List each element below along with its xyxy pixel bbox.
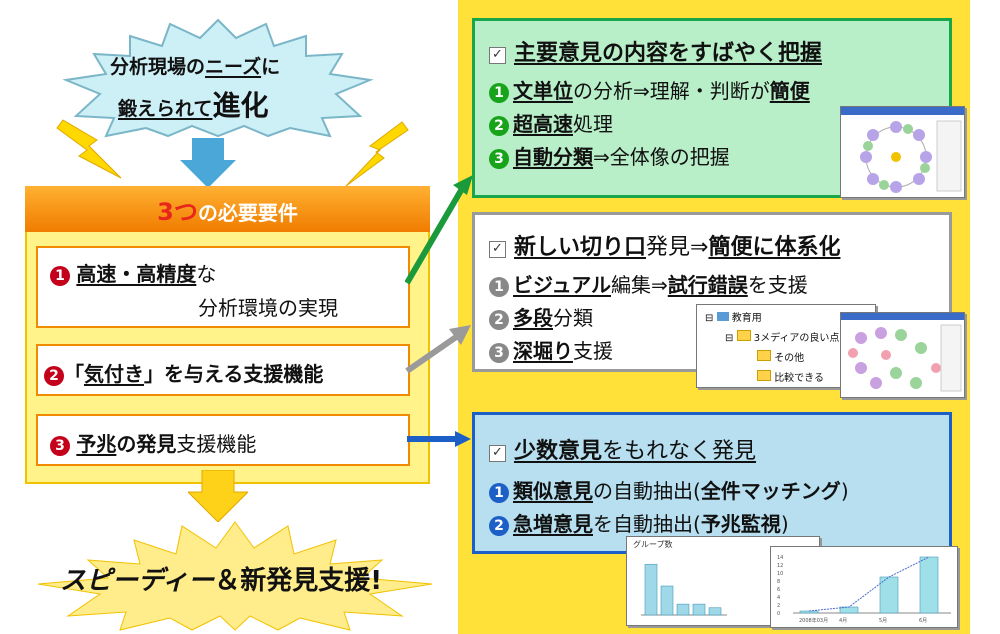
evolution-starburst — [62, 18, 374, 138]
trend-y-tick: 6 — [777, 587, 780, 593]
bar — [676, 603, 690, 616]
cluster-screenshot-1 — [840, 106, 965, 198]
burst-line1: 分析現場のニーズに — [110, 56, 281, 78]
feature-2-title-row: ✓新しい切り口発見⇒簡便に体系化 — [489, 229, 840, 261]
trend-y-tick: 10 — [777, 571, 783, 577]
trend-y-tick: 0 — [777, 611, 780, 617]
cluster-graph-image — [841, 107, 964, 193]
cluster-screenshot-2 — [840, 312, 965, 398]
bar-chart-title: グループ数 — [633, 540, 673, 549]
trend-line — [808, 556, 930, 612]
bar — [692, 603, 706, 616]
requirement-item-1: 1 高速・高精度な 分析環境の実現 — [36, 246, 410, 328]
trend-chart: 14 12 10 8 6 4 2 0 2008年03月 4月 5月 6月 — [777, 555, 951, 624]
requirement-item-3: 3 予兆の発見支援機能 — [36, 414, 410, 466]
trend-y-tick: 8 — [777, 579, 780, 585]
trend-y-tick: 14 — [777, 555, 783, 561]
checkbox-icon: ✓ — [489, 241, 506, 258]
trend-x-tick: 6月 — [919, 618, 927, 624]
bar — [644, 563, 658, 616]
feature-1-title-row: ✓主要意見の内容をすばやく把握 — [489, 35, 822, 67]
requirement-item-3-text: 3 予兆の発見支援機能 — [50, 428, 256, 457]
feature-3-title-row: ✓少数意見をもれなく発見 — [489, 433, 756, 465]
connector-arrows — [405, 175, 473, 447]
tree-leaf-1: その他 — [757, 349, 804, 364]
trend-x-tick: 4月 — [839, 618, 847, 624]
lightning-left-icon — [56, 119, 122, 179]
checkbox-icon: ✓ — [489, 47, 506, 64]
tree-child: ⊟ 3メディアの良い点(教育 — [725, 329, 863, 344]
requirement-item-2-text: 2「気付き」を与える支援機能 — [44, 358, 323, 387]
trend-bar — [919, 556, 939, 614]
tree-leaf-2: 比較できる — [757, 369, 824, 384]
requirement-item-1-line1: 1 高速・高精度な — [50, 258, 216, 287]
requirements-title: 3つの必要要件 — [157, 198, 298, 226]
trend-bar — [879, 576, 899, 614]
slogan: スピーディー＆新発見支援! — [60, 566, 383, 596]
cluster-graph-image-2 — [841, 313, 964, 392]
trend-x-tick: 2008年03月 — [799, 617, 828, 624]
bar-chart — [641, 563, 727, 616]
burst-line2: 鍛えられて進化 — [118, 89, 269, 122]
tree-root: ⊟ 教育用 — [705, 312, 762, 324]
checkbox-icon: ✓ — [489, 445, 506, 462]
bar — [708, 607, 722, 616]
lightning-right-icon — [345, 121, 409, 187]
trend-x-tick: 5月 — [879, 618, 887, 624]
slogan-starburst — [37, 521, 433, 631]
requirement-item-2: 2「気付き」を与える支援機能 — [36, 344, 410, 396]
requirement-item-1-line2: 分析環境の実現 — [198, 296, 338, 320]
requirements-header — [25, 186, 430, 232]
down-arrow-icon — [180, 138, 236, 188]
bar — [660, 585, 674, 616]
trend-y-tick: 12 — [777, 563, 783, 569]
trend-bar — [799, 610, 819, 614]
down-arrow-yellow-icon — [188, 470, 248, 522]
trend-y-tick: 2 — [777, 603, 780, 609]
trend-y-tick: 4 — [777, 595, 780, 601]
trend-chart-screenshot: 14 12 10 8 6 4 2 0 2008年03月 4月 5月 6月 — [770, 546, 958, 628]
